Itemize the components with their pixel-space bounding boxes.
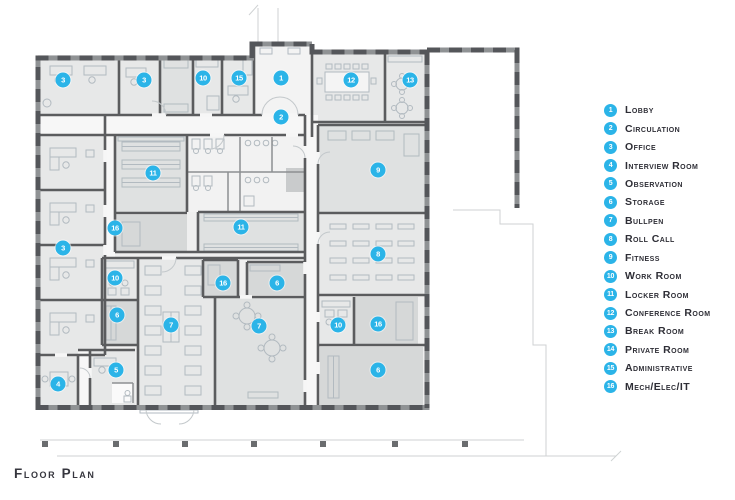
room-marker-roll-call: 8 <box>370 246 386 262</box>
legend-item-label: Circulation <box>625 122 681 135</box>
room-bullpen-b <box>215 297 305 407</box>
room-break <box>385 52 427 123</box>
legend-number-badge-icon: 5 <box>604 177 617 191</box>
corridor-east <box>305 115 318 407</box>
room-marker-administrative: 15 <box>231 70 247 86</box>
room-marker-fitness: 9 <box>370 162 386 178</box>
room-marker-lobby: 1 <box>273 70 289 86</box>
room-marker-observation: 5 <box>108 362 124 378</box>
room-marker-locker-room: 11 <box>145 165 161 181</box>
legend-number-badge-icon: 14 <box>604 343 617 357</box>
room-marker-bullpen: 7 <box>163 317 179 333</box>
door-arcs <box>79 96 331 425</box>
legend-item-private-room: 14 Private Room <box>604 341 711 359</box>
legend-number-badge-icon: 8 <box>604 232 617 246</box>
terrace-columns <box>42 441 468 447</box>
exterior-walls <box>35 41 520 410</box>
room-marker-locker-room: 11 <box>233 219 249 235</box>
legend-number-badge-icon: 16 <box>604 380 617 394</box>
legend-item-mech-elec-it: 16 Mech/Elec/IT <box>604 378 711 396</box>
room-mech-c <box>354 297 418 345</box>
legend-item-administrative: 15 Administrative <box>604 359 711 377</box>
legend-number-badge-icon: 13 <box>604 324 617 338</box>
room-marker-storage: 6 <box>109 307 125 323</box>
legend-item-label: Office <box>625 141 657 154</box>
legend-number-badge-icon: 7 <box>604 214 617 228</box>
room-marker-circulation: 2 <box>273 109 289 125</box>
legend-number-badge-icon: 1 <box>604 103 617 117</box>
room-marker-break-room: 13 <box>402 72 418 88</box>
room-marker-storage: 6 <box>370 362 386 378</box>
room-marker-office: 3 <box>136 72 152 88</box>
room-marker-mech-elec-it: 16 <box>107 220 123 236</box>
legend-item-label: Mech/Elec/IT <box>625 380 691 393</box>
legend-number-badge-icon: 9 <box>604 251 617 265</box>
interior-walls <box>40 44 427 407</box>
legend-item-fitness: 9 Fitness <box>604 249 711 267</box>
legend-number-badge-icon: 4 <box>604 159 617 173</box>
room-marker-office: 3 <box>55 240 71 256</box>
room-marker-work-room: 10 <box>330 317 346 333</box>
room-marker-conference-room: 12 <box>343 72 359 88</box>
legend-item-label: Private Room <box>625 343 690 356</box>
legend-item-label: Roll Call <box>625 233 675 246</box>
legend-item-label: Locker Room <box>625 288 689 301</box>
room-marker-interview-room: 4 <box>50 376 66 392</box>
legend-number-badge-icon: 12 <box>604 306 617 320</box>
legend-item-label: Bullpen <box>625 214 664 227</box>
legend-item-work-room: 10 Work Room <box>604 267 711 285</box>
legend-item-locker-room: 11 Locker Room <box>604 285 711 303</box>
room-marker-work-room: 10 <box>195 70 211 86</box>
legend-number-badge-icon: 3 <box>604 140 617 154</box>
room-office-c <box>40 135 105 190</box>
site-lines <box>40 4 622 462</box>
room-shaft <box>286 168 305 192</box>
legend-number-badge-icon: 11 <box>604 288 617 302</box>
legend-item-label: Interview Room <box>625 159 699 172</box>
room-restrooms <box>187 135 305 212</box>
legend-item-label: Conference Room <box>625 307 711 320</box>
room-locker-b <box>198 212 305 252</box>
room-storage-c <box>320 347 423 405</box>
legend: 1 Lobby 2 Circulation 3 Office 4 Interview Room… <box>604 101 711 396</box>
room-fills <box>38 44 428 408</box>
room-marker-mech-elec-it: 16 <box>215 275 231 291</box>
thin-walls <box>112 137 305 403</box>
room-marker-storage: 6 <box>269 275 285 291</box>
legend-number-badge-icon: 10 <box>604 269 617 283</box>
legend-item-label: Storage <box>625 196 665 209</box>
legend-number-badge-icon: 2 <box>604 122 617 136</box>
room-storage-a <box>102 300 138 345</box>
legend-item-label: Lobby <box>625 104 654 117</box>
legend-item-lobby: 1 Lobby <box>604 101 711 119</box>
room-toilet <box>112 383 133 403</box>
room-office-a <box>40 58 119 115</box>
legend-item-label: Administrative <box>625 362 693 375</box>
legend-item-office: 3 Office <box>604 138 711 156</box>
room-marker-office: 3 <box>55 72 71 88</box>
legend-number-badge-icon: 6 <box>604 195 617 209</box>
legend-item-conference-room: 12 Conference Room <box>604 304 711 322</box>
corridor-west <box>105 135 115 258</box>
legend-item-break-room: 13 Break Room <box>604 322 711 340</box>
legend-item-label: Observation <box>625 177 683 190</box>
legend-item-observation: 5 Observation <box>604 175 711 193</box>
legend-item-label: Break Room <box>625 325 685 338</box>
legend-item-label: Fitness <box>625 251 660 264</box>
legend-item-interview-room: 4 Interview Room <box>604 156 711 174</box>
room-office-e <box>40 245 105 300</box>
legend-item-circulation: 2 Circulation <box>604 119 711 137</box>
legend-item-label: Work Room <box>625 270 682 283</box>
room-marker-work-room: 10 <box>107 270 123 286</box>
room-office-d <box>40 190 105 245</box>
plan-title: Floor Plan <box>14 466 96 481</box>
room-office-f <box>40 300 105 355</box>
legend-number-badge-icon: 15 <box>604 361 617 375</box>
room-marker-mech-elec-it: 16 <box>370 316 386 332</box>
legend-item-bullpen: 7 Bullpen <box>604 212 711 230</box>
legend-item-roll-call: 8 Roll Call <box>604 230 711 248</box>
room-marker-bullpen: 7 <box>251 318 267 334</box>
legend-item-storage: 6 Storage <box>604 193 711 211</box>
corridor-sw <box>78 350 90 405</box>
